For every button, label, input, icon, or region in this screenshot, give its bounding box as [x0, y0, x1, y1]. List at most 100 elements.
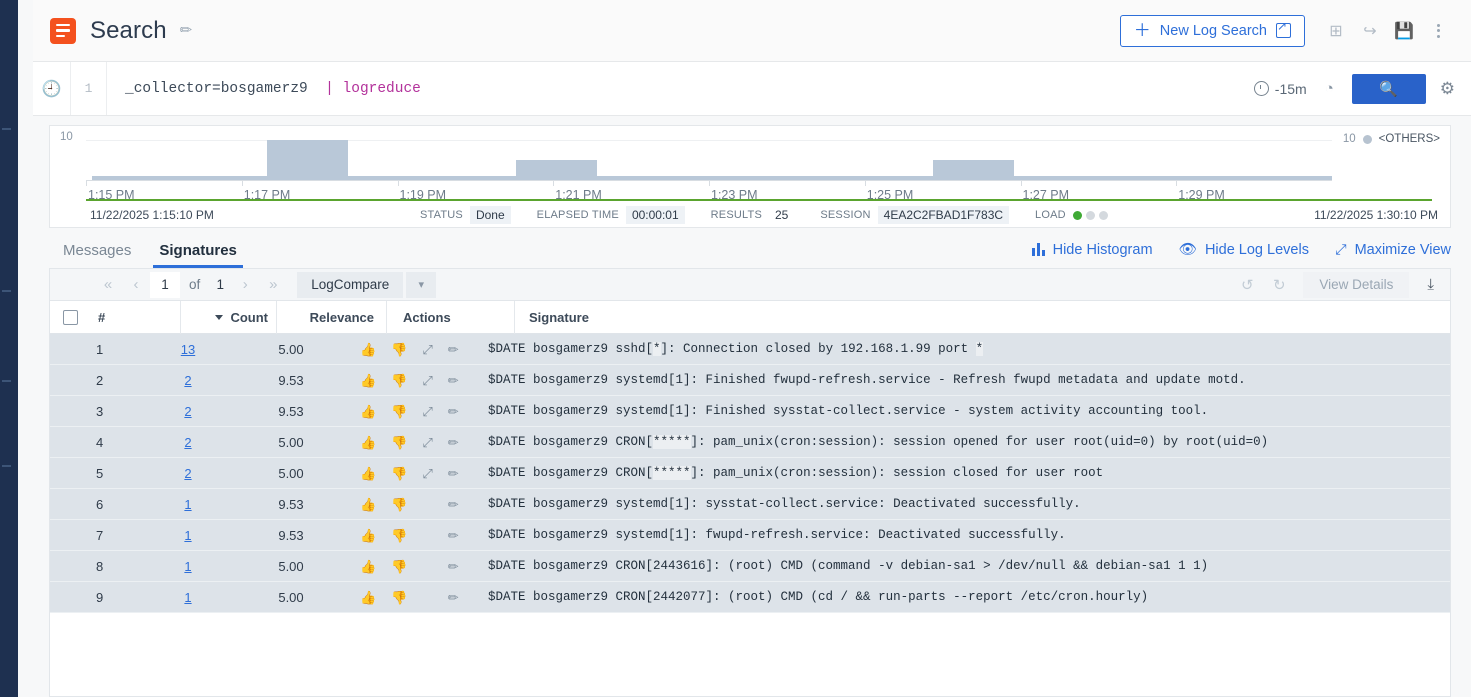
- sort-descending-icon: [215, 314, 224, 320]
- count-link[interactable]: 2: [184, 403, 192, 419]
- page-input[interactable]: 1: [150, 271, 180, 298]
- thumbs-up-icon[interactable]: 👍: [360, 589, 377, 605]
- hide-log-levels-button[interactable]: 👁 Hide Log Levels: [1179, 241, 1309, 259]
- edit-icon[interactable]: ✏: [447, 527, 459, 543]
- table-row[interactable]: 619.53👍👎⤢✏$DATE bosgamerz9 systemd[1]: s…: [50, 489, 1450, 520]
- table-row[interactable]: 815.00👍👎⤢✏$DATE bosgamerz9 CRON[2443616]…: [50, 551, 1450, 582]
- thumbs-up-icon[interactable]: 👍: [360, 403, 377, 419]
- edit-icon[interactable]: ✏: [447, 558, 459, 574]
- count-link[interactable]: 1: [184, 589, 192, 605]
- thumbs-up-icon[interactable]: 👍: [360, 434, 377, 450]
- add-panel-icon[interactable]: ⊞: [1329, 22, 1343, 40]
- page-title: Search: [90, 16, 167, 44]
- thumbs-up-icon[interactable]: 👍: [360, 558, 377, 574]
- query-input[interactable]: _collector=bosgamerz9 | logreduce: [107, 62, 1246, 115]
- histogram-bar[interactable]: [347, 176, 516, 180]
- header-signature[interactable]: Signature: [514, 300, 1450, 334]
- count-link[interactable]: 2: [184, 434, 192, 450]
- expand-icon[interactable]: ⤢: [422, 465, 433, 481]
- hide-histogram-button[interactable]: Hide Histogram: [1031, 242, 1153, 258]
- histogram-bar[interactable]: [515, 160, 597, 180]
- histogram-bar[interactable]: [596, 176, 766, 180]
- last-page-icon[interactable]: »: [269, 276, 278, 293]
- edit-icon[interactable]: ✏: [447, 372, 459, 388]
- count-link[interactable]: 1: [184, 496, 192, 512]
- table-row[interactable]: 719.53👍👎⤢✏$DATE bosgamerz9 systemd[1]: f…: [50, 520, 1450, 551]
- maximize-view-button[interactable]: ⤢ Maximize View: [1335, 242, 1451, 258]
- export-icon[interactable]: ⤓: [1427, 276, 1434, 293]
- count-link[interactable]: 2: [184, 465, 192, 481]
- thumbs-down-icon[interactable]: 👎: [391, 434, 408, 450]
- expand-icon[interactable]: ⤢: [422, 341, 433, 357]
- save-icon[interactable]: 💾: [1394, 22, 1414, 40]
- select-all-checkbox[interactable]: [62, 309, 78, 325]
- logcompare-button[interactable]: LogCompare: [297, 271, 404, 298]
- expand-icon[interactable]: ⤢: [422, 403, 433, 419]
- table-row[interactable]: 915.00👍👎⤢✏$DATE bosgamerz9 CRON[2442077]…: [50, 582, 1450, 613]
- edit-icon[interactable]: ✏: [447, 403, 459, 419]
- redo-icon[interactable]: ↻: [1273, 276, 1286, 294]
- count-link[interactable]: 1: [184, 527, 192, 543]
- thumbs-up-icon[interactable]: 👍: [360, 372, 377, 388]
- next-page-icon[interactable]: ›: [242, 276, 248, 293]
- global-nav-rail[interactable]: [0, 0, 18, 697]
- maximize-icon: ⤢: [1334, 241, 1347, 258]
- expand-icon[interactable]: ⤢: [422, 434, 433, 450]
- thumbs-up-icon[interactable]: 👍: [360, 496, 377, 512]
- thumbs-down-icon[interactable]: 👎: [391, 589, 408, 605]
- pencil-icon[interactable]: ✏: [179, 22, 193, 39]
- new-log-search-button[interactable]: ＋ New Log Search: [1119, 14, 1305, 47]
- thumbs-down-icon[interactable]: 👎: [391, 465, 408, 481]
- edit-icon[interactable]: ✏: [447, 496, 459, 512]
- header-relevance[interactable]: Relevance: [276, 300, 386, 334]
- gauge-icon[interactable]: ◔: [1324, 80, 1334, 97]
- count-link[interactable]: 2: [184, 372, 192, 388]
- share-icon[interactable]: ↪: [1363, 22, 1377, 40]
- histogram-bar[interactable]: [1182, 176, 1332, 180]
- thumbs-down-icon[interactable]: 👎: [391, 527, 408, 543]
- histogram-plot[interactable]: [86, 140, 1332, 180]
- histogram-bar[interactable]: [765, 176, 934, 180]
- axis-tick-label: 1:21 PM: [555, 188, 602, 202]
- undo-icon[interactable]: ↺: [1241, 276, 1254, 294]
- edit-icon[interactable]: ✏: [447, 465, 459, 481]
- chevron-down-icon[interactable]: ▾: [406, 271, 437, 298]
- thumbs-up-icon[interactable]: 👍: [360, 341, 377, 357]
- header-actions: Actions: [386, 300, 514, 334]
- thumbs-down-icon[interactable]: 👎: [391, 372, 408, 388]
- thumbs-down-icon[interactable]: 👎: [391, 341, 408, 357]
- time-range-picker[interactable]: -15m: [1246, 81, 1315, 97]
- tab-messages[interactable]: Messages: [49, 242, 145, 268]
- thumbs-down-icon[interactable]: 👎: [391, 558, 408, 574]
- thumbs-up-icon[interactable]: 👍: [360, 465, 377, 481]
- histogram-bar[interactable]: [1014, 176, 1183, 180]
- edit-icon[interactable]: ✏: [447, 589, 459, 605]
- edit-icon[interactable]: ✏: [447, 434, 459, 450]
- thumbs-up-icon[interactable]: 👍: [360, 527, 377, 543]
- gear-icon[interactable]: ⚙: [1439, 78, 1455, 98]
- edit-icon[interactable]: ✏: [447, 341, 459, 357]
- run-search-button[interactable]: 🔍: [1351, 73, 1426, 104]
- header-count[interactable]: Count: [180, 300, 276, 334]
- tab-signatures[interactable]: Signatures: [145, 242, 251, 268]
- view-details-button[interactable]: View Details: [1303, 271, 1410, 298]
- first-page-icon[interactable]: «: [103, 276, 113, 293]
- histogram-bar[interactable]: [933, 160, 1015, 180]
- search-app-logo-icon: [50, 17, 76, 44]
- histogram-bar[interactable]: [266, 140, 348, 180]
- thumbs-down-icon[interactable]: 👎: [391, 496, 408, 512]
- more-options-icon[interactable]: [1421, 14, 1455, 48]
- history-icon[interactable]: 🕘: [33, 62, 71, 115]
- thumbs-down-icon[interactable]: 👎: [391, 403, 408, 419]
- histogram-bar[interactable]: [92, 176, 267, 180]
- header-index[interactable]: #: [98, 309, 106, 325]
- expand-icon[interactable]: ⤢: [422, 372, 433, 388]
- count-link[interactable]: 13: [180, 341, 196, 357]
- previous-page-icon[interactable]: ‹: [133, 276, 139, 293]
- count-link[interactable]: 1: [184, 558, 192, 574]
